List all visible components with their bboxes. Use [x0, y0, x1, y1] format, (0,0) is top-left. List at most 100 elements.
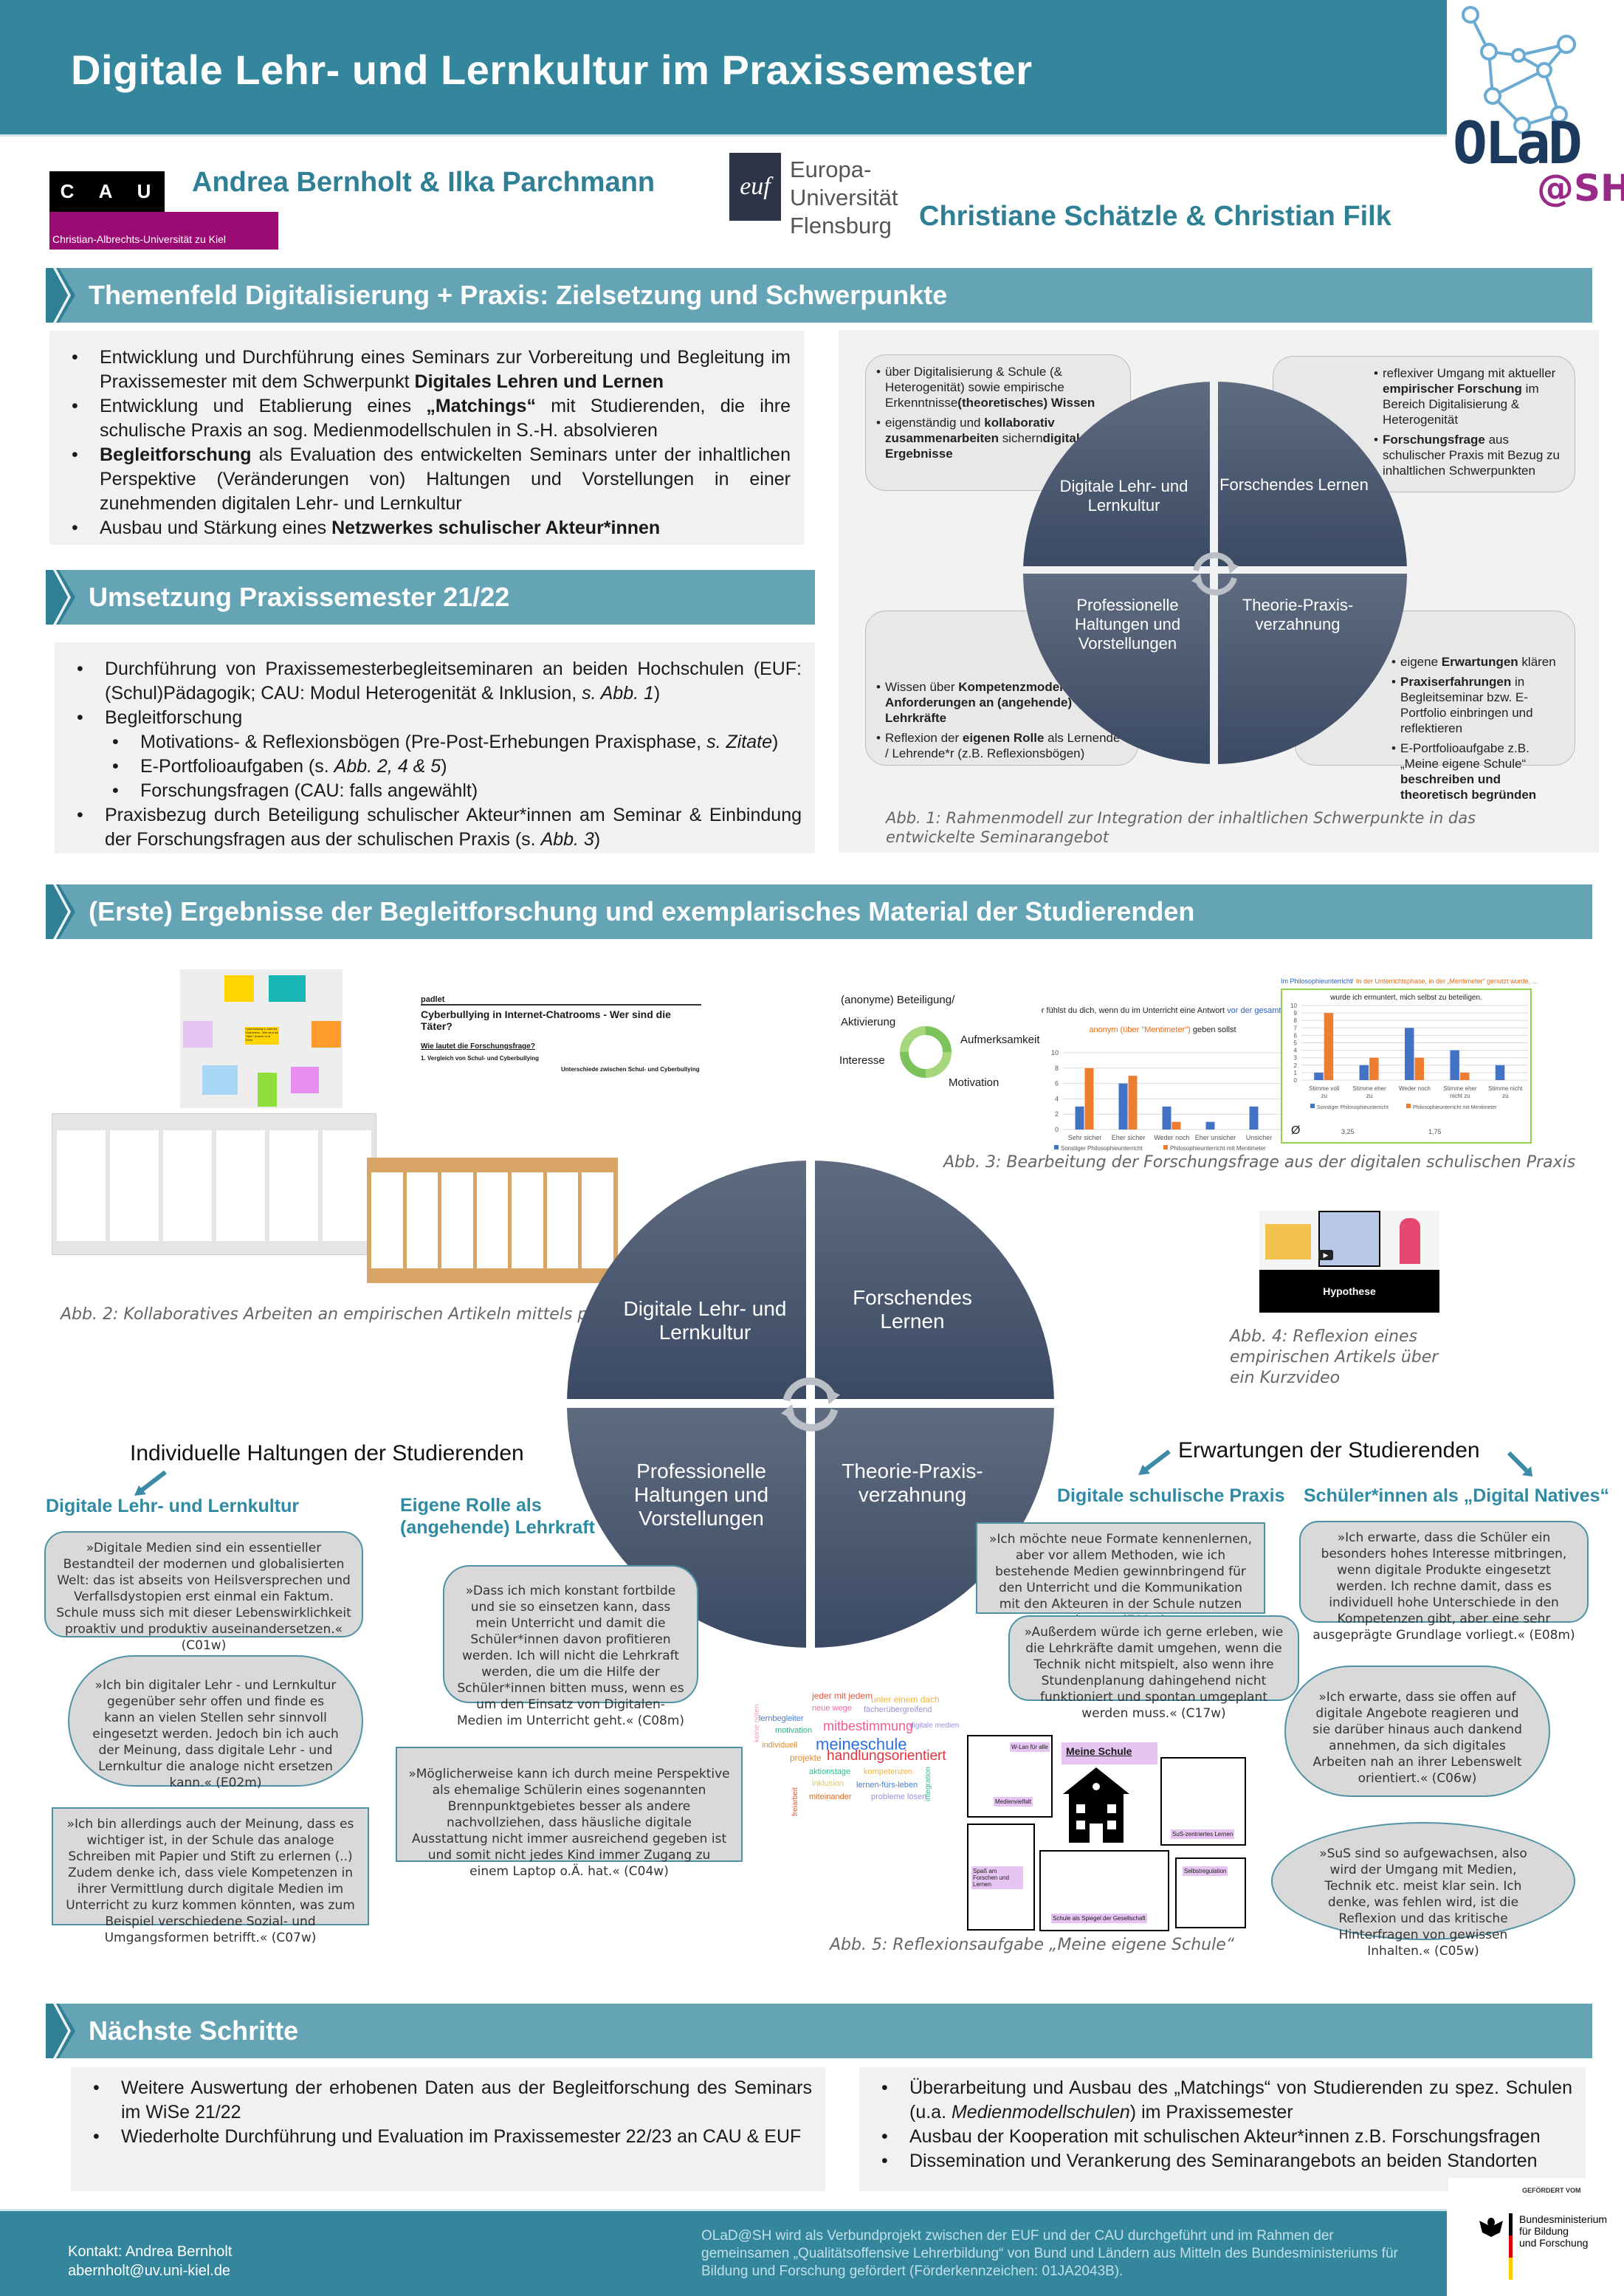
legend-label: Sonstiger Philosophieunterricht — [1317, 1105, 1389, 1110]
euf-authors: Christiane Schätzle & Christian Filk — [919, 201, 1391, 232]
school-building-icon — [1063, 1767, 1129, 1843]
quote-e01w: »Ich möchte neue Formate kennenlernen, a… — [976, 1522, 1265, 1628]
framework-text: E-Portfolioaufgabe z.B. „Meine eigene Sc… — [1400, 741, 1530, 771]
legend-swatch — [1406, 1104, 1411, 1108]
bullet-ref: Medienmodellschulen — [951, 2102, 1130, 2123]
bullet-text: E-Portfolioaufgaben (s. — [140, 756, 334, 777]
bullet-item: Durchführung von Praxissemesterbegleitse… — [69, 657, 802, 706]
title-part-blue: vor der gesamten Klasse — [1227, 1006, 1284, 1015]
bullet-ref: Abb. 3 — [540, 829, 594, 850]
y-tick-label: 8 — [1055, 1065, 1059, 1072]
chart-title: Wie sicher fühlst du dich, wenn du im Un… — [1041, 1006, 1284, 1015]
quote-c07w: »Ich bin allerdings auch der Meinung, da… — [52, 1807, 369, 1945]
word-cloud-term: probleme lösen — [871, 1793, 927, 1801]
word-cloud-term: digitale medien — [909, 1722, 960, 1730]
framework-text: Reflexion der — [885, 731, 963, 745]
framework-text: empirischer Forschung — [1383, 382, 1522, 396]
chart-title: wurde ich ermuntert, mich selbst zu bete… — [1329, 994, 1482, 1002]
x-tick-label: Stimme voll — [1309, 1085, 1340, 1092]
euf-name-line: Europa-Universität — [790, 157, 898, 210]
y-tick-label: 4 — [1294, 1048, 1298, 1054]
word-cloud-term: meineschule — [816, 1735, 907, 1753]
padlet-brand: padlet — [421, 995, 701, 1006]
bullet-item: E-Portfolioaufgaben (s. Abb. 2, 4 & 5) — [69, 755, 802, 779]
word-cloud-term: motivation — [775, 1726, 813, 1735]
subhead-digital-natives: Schüler*innen als „Digital Natives“ — [1304, 1485, 1610, 1506]
bullet-item: Praxisbezug durch Beteiligung schulische… — [69, 803, 802, 852]
school-item: Medienvielfalt — [994, 1797, 1033, 1807]
legend-label: Philosophieunterricht mit Mentimeter — [1170, 1145, 1266, 1152]
bullet-text: Entwicklung und Durchführung eines Semin… — [100, 347, 791, 392]
bullet-ref: s. Zitate — [706, 732, 772, 752]
bullet-dot: • — [876, 365, 881, 379]
mindmap-center: Cyberbullying in Internet-Chatrooms - We… — [245, 1027, 279, 1045]
chevron-icon — [46, 2004, 75, 2058]
framework-circle: Digitale Lehr- und Lernkultur Forschende… — [1023, 382, 1407, 764]
title-banner: Digitale Lehr- und Lernkultur im Praxiss… — [0, 0, 1447, 137]
x-tick-label: Stimme eher — [1443, 1085, 1477, 1092]
olad-wordmark: OLaD — [1453, 111, 1583, 177]
x-tick-label: nicht zu — [1450, 1093, 1470, 1099]
group-title-erwartungen: Erwartungen der Studierenden — [1178, 1438, 1480, 1463]
bullet-text: Dissemination und Verankerung des Semina… — [909, 2151, 1538, 2171]
framework-text: Praxiserfahrungen — [1400, 675, 1512, 689]
title-part: geben sollst — [1191, 1025, 1236, 1034]
cau-authors: Andrea Bernholt & Ilka Parchmann — [192, 167, 656, 198]
bullet-ref: s. Abb. 1 — [582, 683, 654, 704]
quote-c05w: »SuS sind so aufgewachsen, also wird der… — [1271, 1822, 1575, 1959]
bar-sonstiger — [1162, 1106, 1171, 1130]
word-cloud-term: lernbegleiter — [759, 1714, 804, 1723]
arrow-icon — [1138, 1449, 1171, 1475]
y-tick-label: 10 — [1290, 1003, 1297, 1009]
y-tick-label: 0 — [1294, 1077, 1298, 1084]
bullet-bold: Begleitforschung — [100, 444, 252, 465]
cycle-label: (anonyme) Beteiligung/ Aktivierung — [841, 994, 955, 1028]
bar-sonstiger — [1495, 1065, 1505, 1080]
bar-sonstiger — [1450, 1050, 1459, 1080]
framework-text: aus schulischer Praxis mit Bezug zu inha… — [1383, 433, 1560, 478]
padlet-article-screenshot: padlet Cyberbullying in Internet-Chatroo… — [421, 995, 701, 1113]
network-icon — [1462, 6, 1576, 134]
school-box: Schule als Spiegel der Gesellschaft — [1039, 1850, 1169, 1931]
y-tick-label: 9 — [1294, 1010, 1298, 1017]
framework-text: Erwartungen — [1441, 655, 1518, 669]
x-tick-label: Unsicher — [1246, 1134, 1273, 1141]
framework-figure: • über Digitalisierung & Schule (& Heter… — [839, 330, 1599, 853]
bar-sonstiger — [1205, 1121, 1215, 1130]
quote-e08m: »Ich erwarte, dass die Schüler ein beson… — [1299, 1521, 1589, 1643]
mean-symbol: Ø — [1291, 1124, 1300, 1137]
zielsetzung-list: Entwicklung und Durchführung eines Semin… — [64, 346, 791, 540]
framework-bullet: •Forschungsfrage aus schulischer Praxis … — [1374, 432, 1564, 478]
bar-sonstiger — [1314, 1072, 1324, 1080]
word-cloud-term: keine noten — [753, 1704, 761, 1742]
subhead-eigene-rolle: Eigene Rolle als (angehende) Lehrkraft — [400, 1495, 595, 1538]
school-box: SuS-zentriertes Lernen — [1160, 1757, 1246, 1846]
x-tick-label: zu — [1321, 1093, 1327, 1099]
bullet-item: Forschungsfragen (CAU: falls angewählt) — [69, 779, 802, 803]
contact-label: Kontakt: Andrea Bernholt — [68, 2244, 233, 2260]
naechste-schritte-left: Weitere Auswertung der erhobenen Daten a… — [71, 2067, 825, 2191]
quadrant-forschendes-lernen: Forschendes Lernen — [815, 1161, 1054, 1399]
bullet-text: Entwicklung und Etablierung eines — [100, 396, 427, 416]
naechste-schritte-list: Weitere Auswertung der erhobenen Daten a… — [86, 2076, 812, 2149]
bullet-text: Überarbeitung und Ausbau des „Matchings“… — [909, 2077, 1572, 2123]
y-tick-label: 3 — [1294, 1055, 1298, 1062]
bullet-item: Ausbau der Kooperation mit schulischen A… — [874, 2125, 1572, 2149]
play-icon[interactable]: ▶ — [1318, 1250, 1333, 1260]
bullet-text: Begleitforschung — [105, 707, 243, 728]
section-title: (Erste) Ergebnisse der Begleitforschung … — [89, 896, 1195, 927]
poster-title: Digitale Lehr- und Lernkultur im Praxiss… — [71, 47, 1033, 93]
chart-ermunterung: Im Philosophieunterricht/In der Unterric… — [1281, 977, 1538, 1144]
bar-sonstiger — [1359, 1065, 1369, 1080]
bmbf-name-line: für Bildung — [1519, 2225, 1569, 2237]
arrow-icon — [134, 1470, 167, 1496]
contact-email[interactable]: abernholt@uv.uni-kiel.de — [68, 2263, 231, 2279]
bullet-bold: „Matchings“ — [426, 396, 536, 416]
y-tick-label: 4 — [1055, 1095, 1059, 1102]
bullet-dot: • — [876, 731, 881, 745]
bullet-text: Ausbau der Kooperation mit schulischen A… — [909, 2126, 1541, 2147]
quadrant-professionelle-haltungen: Professionelle Haltungen und Vorstellung… — [1023, 574, 1210, 764]
quadrant-digitale-lernkultur: Digitale Lehr- und Lernkultur — [1023, 382, 1210, 566]
y-tick-label: 5 — [1294, 1040, 1298, 1047]
